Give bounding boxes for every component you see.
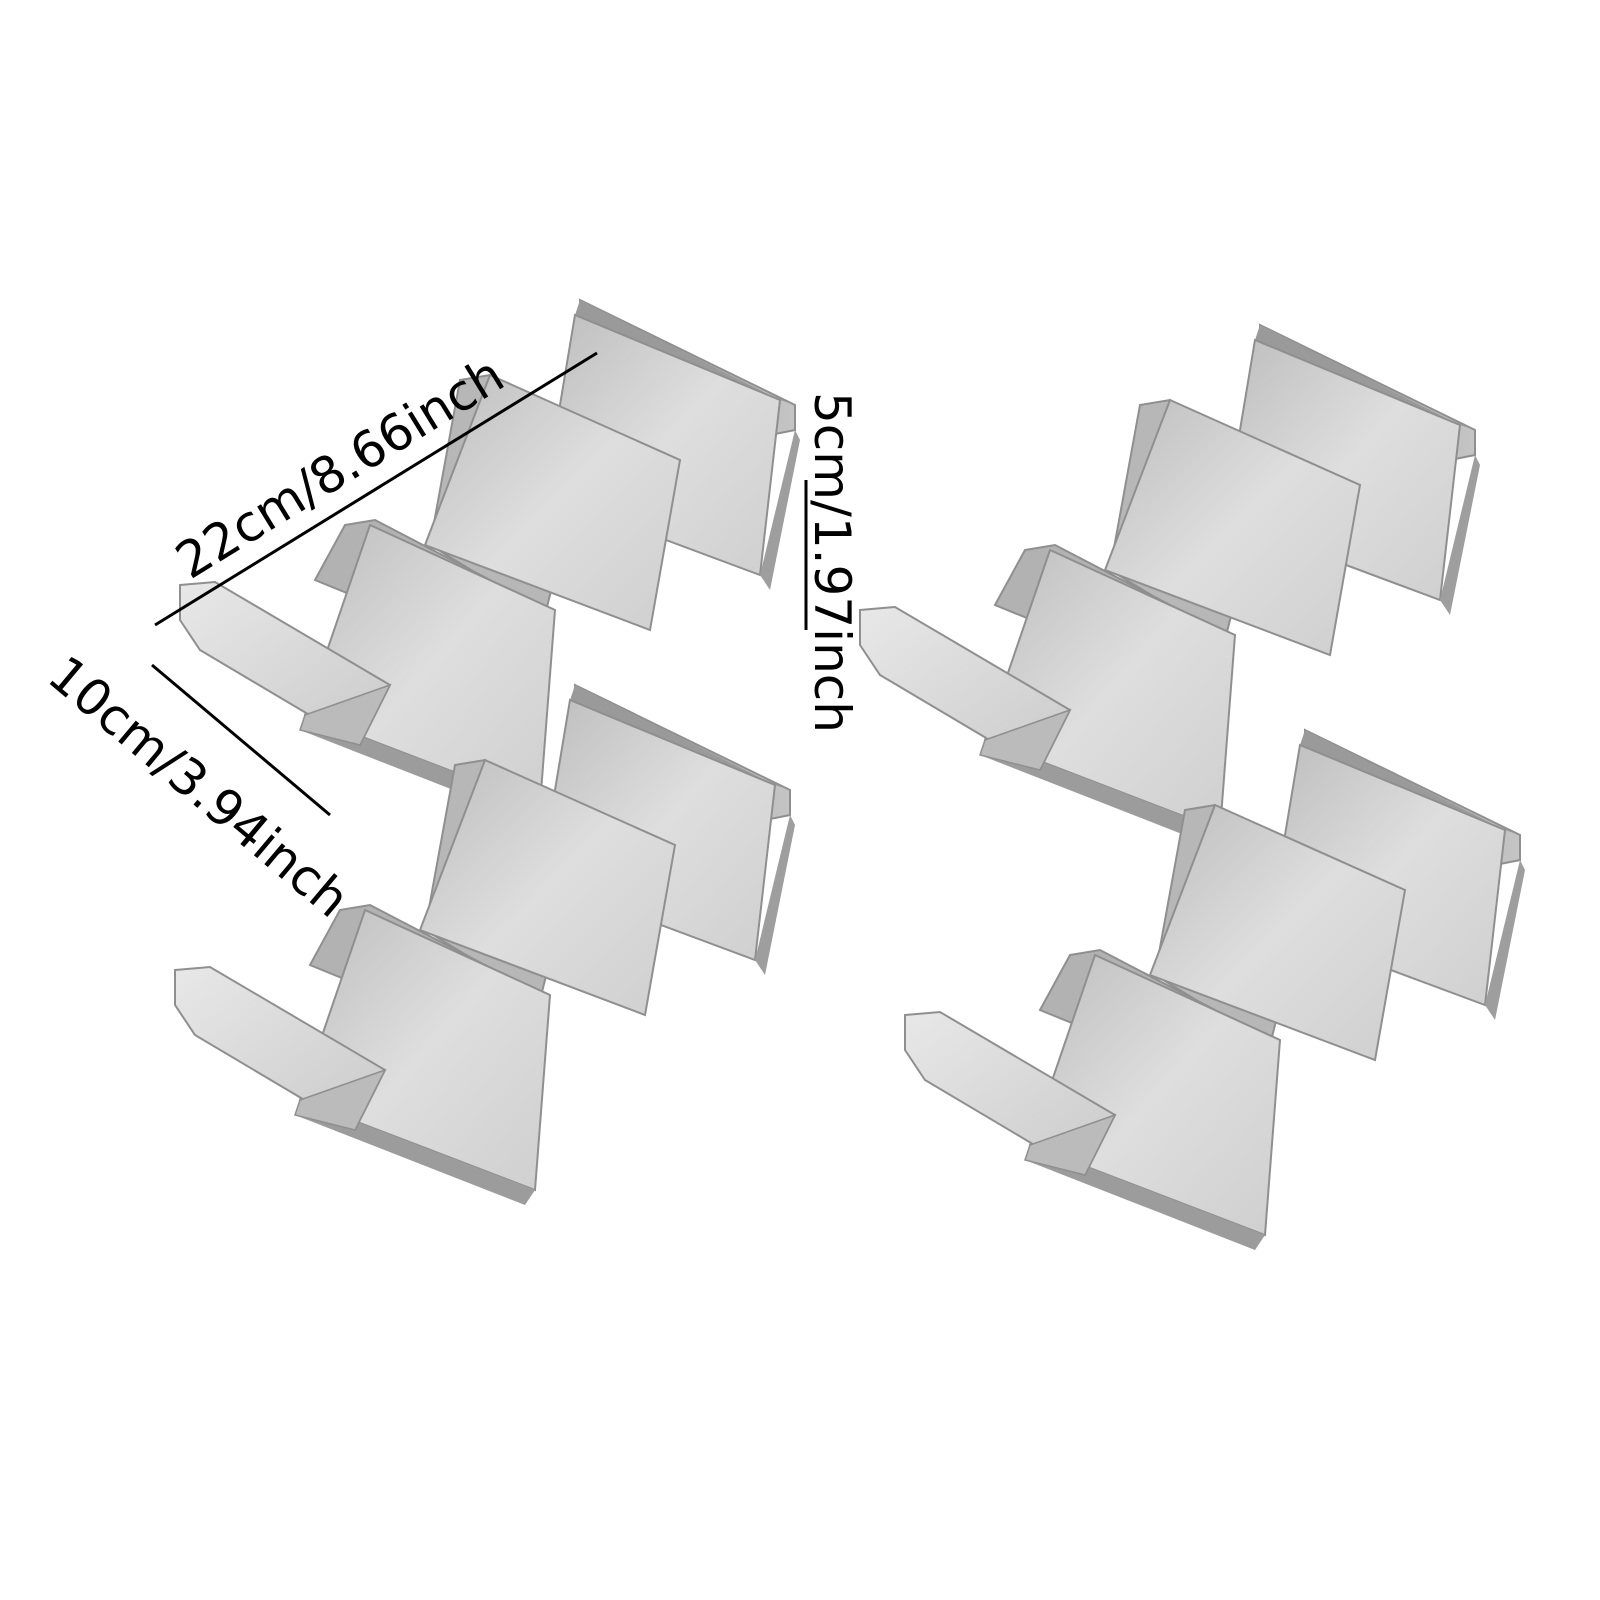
depth-dimension-line (151, 663, 331, 817)
height-label: 5cm/1.97inch (803, 392, 861, 733)
taco-holder-top-right (859, 324, 1481, 846)
taco-holder-bottom-right (904, 729, 1526, 1251)
length-dimension-line (154, 351, 598, 627)
